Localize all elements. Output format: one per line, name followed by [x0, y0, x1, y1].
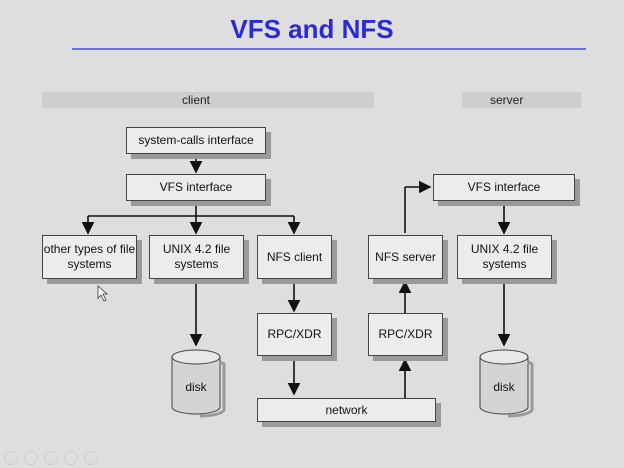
- server-disk-icon: [479, 349, 534, 418]
- nav-forward-icon[interactable]: [24, 451, 38, 465]
- network-box: network: [257, 398, 436, 422]
- title-divider: [72, 48, 586, 50]
- pen-icon[interactable]: [44, 451, 58, 465]
- nfs-client-box: NFS client: [257, 235, 332, 279]
- server-vfs-box: VFS interface: [433, 174, 575, 201]
- client-disk-label: disk: [185, 380, 207, 394]
- client-label: client: [182, 93, 211, 107]
- slide-title: VFS and NFS: [230, 14, 394, 44]
- client-unix-fs-box: UNIX 4.2 file systems: [149, 235, 244, 279]
- client-vfs-box: VFS interface: [126, 174, 266, 201]
- client-band: [42, 92, 374, 108]
- client-disk-icon: [171, 349, 226, 418]
- menu-icon[interactable]: [84, 451, 98, 465]
- client-rpc-box: RPC/XDR: [257, 313, 332, 356]
- nfs-server-box: NFS server: [368, 235, 443, 279]
- presentation-toolbar: [4, 451, 98, 465]
- server-label: server: [490, 93, 524, 107]
- zoom-icon[interactable]: [64, 451, 78, 465]
- client-syscalls-box: system-calls interface: [126, 127, 266, 154]
- server-band: [462, 92, 581, 108]
- nav-back-icon[interactable]: [4, 451, 18, 465]
- cursor-icon: [97, 285, 109, 302]
- client-other-fs-box: other types of file systems: [42, 235, 137, 279]
- server-unix-fs-box: UNIX 4.2 file systems: [457, 235, 552, 279]
- server-rpc-box: RPC/XDR: [368, 313, 443, 356]
- server-disk-label: disk: [493, 380, 515, 394]
